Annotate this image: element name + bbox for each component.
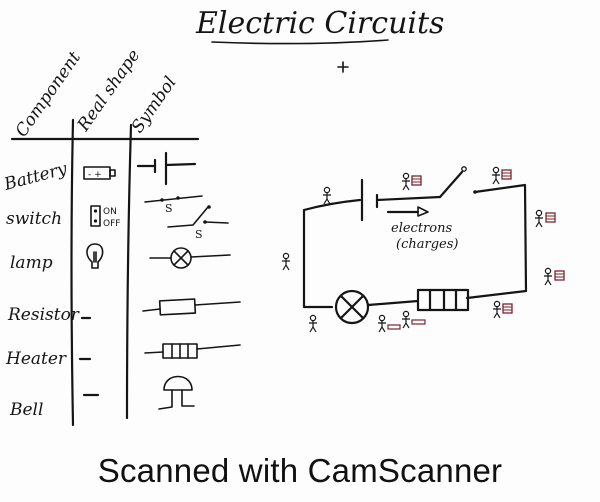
electron-figure bbox=[322, 186, 332, 205]
header-component: Component bbox=[12, 48, 85, 141]
electrons-label: electrons bbox=[391, 221, 452, 236]
camscanner-watermark: Scanned with CamScanner bbox=[97, 452, 503, 489]
switch-open-symbol: S bbox=[167, 205, 229, 241]
svg-text:- +: - + bbox=[88, 170, 102, 180]
svg-text:S: S bbox=[195, 228, 203, 241]
cell-symbol bbox=[136, 151, 197, 186]
svg-text:OFF: OFF bbox=[103, 219, 120, 229]
lamp-symbol bbox=[149, 247, 231, 269]
electron-figure bbox=[281, 252, 291, 271]
circuit-wire-top-left bbox=[302, 198, 362, 212]
lamp-bulb-real-icon bbox=[86, 243, 104, 269]
circuit-wire-right bbox=[465, 183, 528, 300]
svg-text:S: S bbox=[165, 202, 173, 215]
resistor-symbol bbox=[142, 298, 241, 316]
electron-figure-with-box bbox=[377, 314, 401, 333]
circuit-wire-left bbox=[302, 208, 334, 309]
row-label-lamp: lamp bbox=[10, 253, 53, 273]
circuit-diagram: electrons (charges) bbox=[302, 166, 528, 325]
electron-figure-with-box bbox=[534, 209, 556, 228]
row-label-heater: Heater bbox=[5, 349, 67, 369]
row-label-switch: switch bbox=[6, 209, 62, 229]
heater-symbol bbox=[144, 343, 241, 359]
table-column-divider-1 bbox=[70, 118, 75, 427]
electron-figure-with-box bbox=[401, 310, 426, 329]
electron-figure-with-box bbox=[401, 172, 422, 191]
switch-closed-symbol: S bbox=[144, 195, 203, 215]
row-label-resistor: Resistor bbox=[7, 305, 80, 325]
circuit-switch-blade bbox=[438, 170, 464, 199]
row-label-battery: Battery bbox=[1, 159, 69, 195]
charges-label: (charges) bbox=[396, 237, 458, 252]
table-column-divider-2 bbox=[125, 123, 133, 420]
electron-figure-with-box bbox=[543, 267, 565, 286]
title-underline bbox=[211, 39, 389, 45]
header-symbol: Symbol bbox=[128, 73, 181, 137]
svg-text:ON: ON bbox=[103, 207, 117, 217]
bell-symbol bbox=[158, 375, 195, 410]
circuit-battery bbox=[360, 178, 442, 222]
electron-figure-with-box bbox=[491, 166, 512, 185]
switch-real-icon: ON OFF bbox=[90, 205, 120, 229]
page-title: Electric Circuits bbox=[195, 6, 444, 41]
electron-figure bbox=[308, 314, 318, 333]
circuit-lamp bbox=[334, 289, 370, 325]
row-label-bell: Bell bbox=[9, 400, 43, 420]
battery-real-icon: - + bbox=[83, 166, 116, 180]
electron-figure-with-box bbox=[492, 300, 513, 319]
crosshair-mark bbox=[337, 61, 349, 73]
